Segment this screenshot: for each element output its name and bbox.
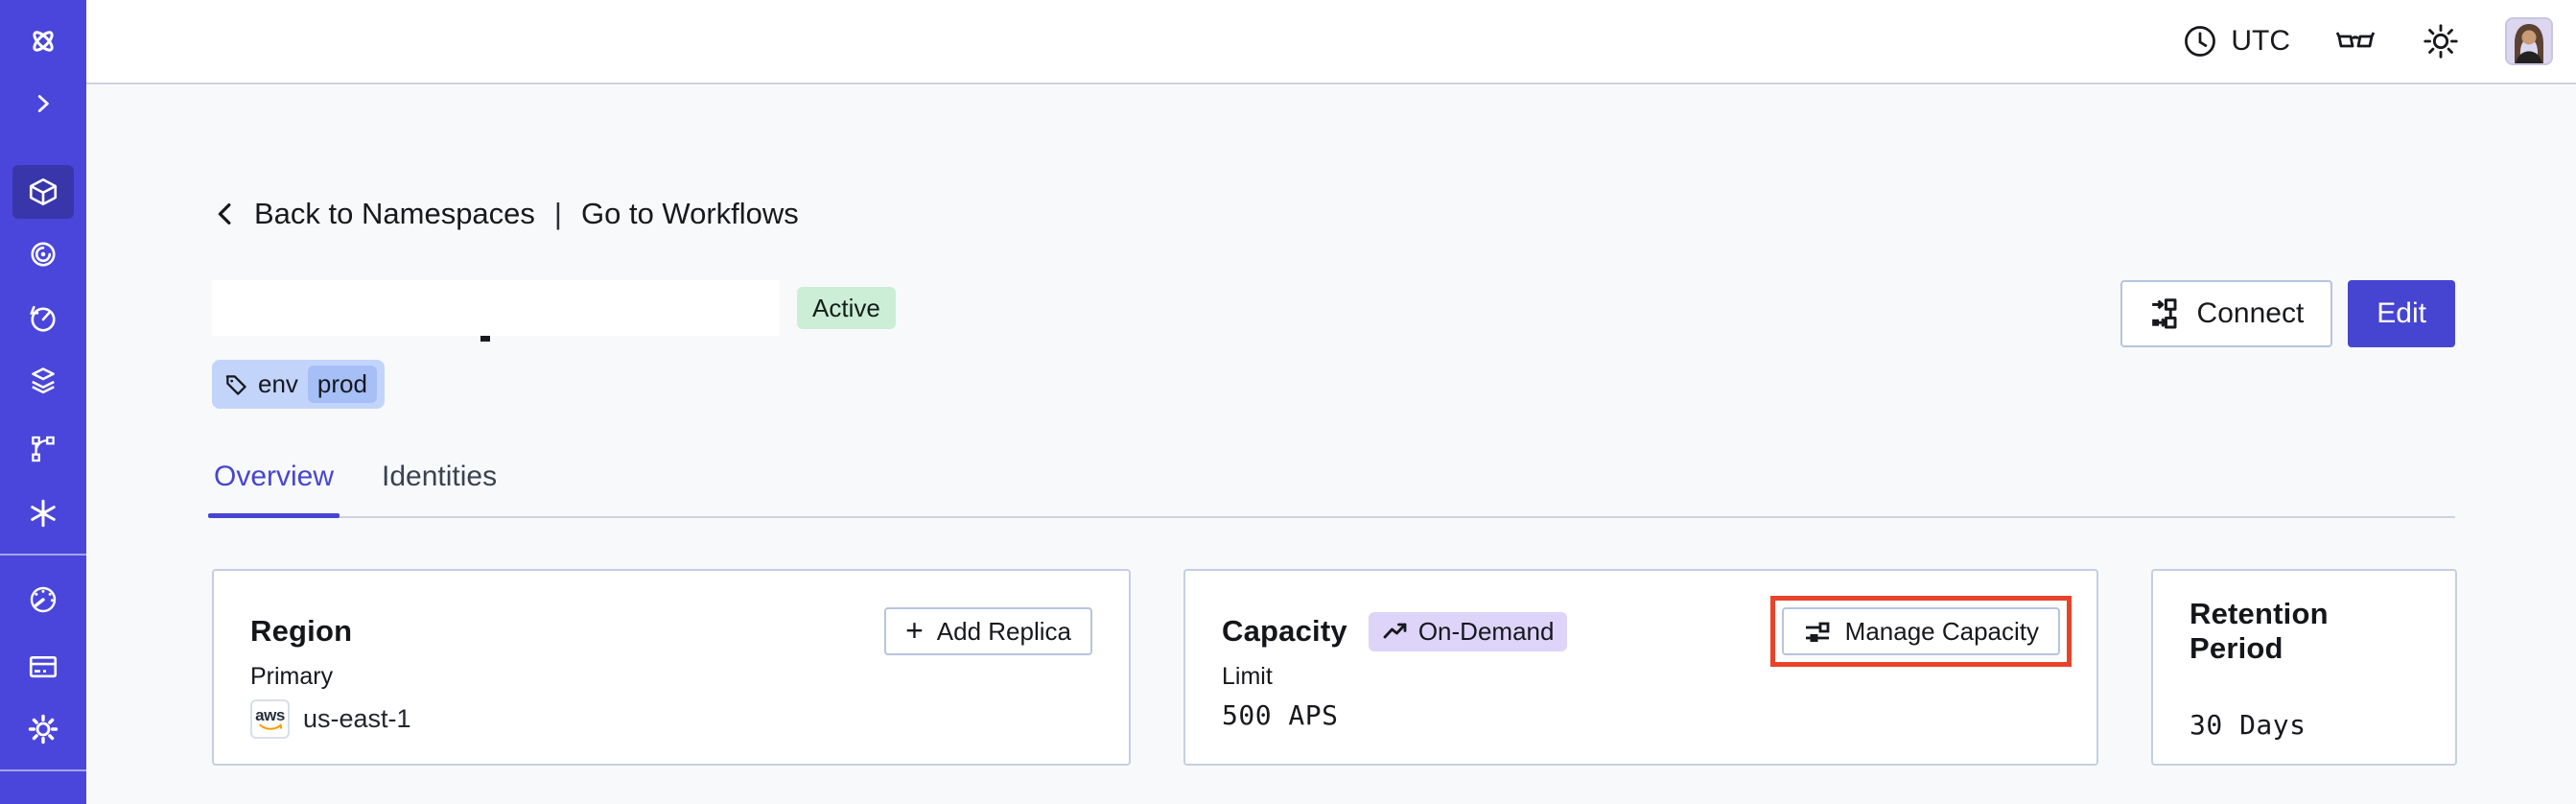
tag-key: env xyxy=(258,369,298,398)
sidebar-item-billing-card-icon[interactable] xyxy=(0,650,86,684)
theme-sun-icon[interactable] xyxy=(2421,21,2461,61)
add-replica-label: Add Replica xyxy=(936,616,1071,646)
namespace-name-redacted xyxy=(212,280,780,342)
capacity-value: 500 APS xyxy=(1222,699,1339,731)
retention-card-title: Retention Period xyxy=(2190,597,2329,665)
region-value: us-east-1 xyxy=(303,704,411,733)
main-content: Back to Namespaces | Go to Workflows Act… xyxy=(86,86,2576,804)
sidebar-item-partial-bottom-icon[interactable] xyxy=(0,800,86,804)
connect-button-label: Connect xyxy=(2196,297,2305,329)
capacity-field-label: Limit xyxy=(1222,663,1273,690)
chevron-left-icon[interactable] xyxy=(212,200,241,228)
tab-identities[interactable]: Identities xyxy=(382,461,498,492)
plus-icon: + xyxy=(905,612,924,648)
edit-button-label: Edit xyxy=(2377,297,2426,329)
aws-logo: aws xyxy=(250,699,290,739)
retention-card: Retention Period 30 Days xyxy=(2151,569,2457,766)
sidebar-item-settings-gear-icon[interactable] xyxy=(0,712,86,746)
redaction-artifact xyxy=(480,336,490,342)
status-badge: Active xyxy=(797,287,896,329)
on-demand-badge: On-Demand xyxy=(1368,611,1568,651)
breadcrumb-back-link[interactable]: Back to Namespaces xyxy=(254,197,535,230)
edit-button[interactable]: Edit xyxy=(2348,280,2455,347)
connect-icon xyxy=(2149,296,2184,331)
trend-up-icon xyxy=(1382,618,1409,645)
sidebar-expand-chevron-icon[interactable] xyxy=(0,89,86,118)
connect-button[interactable]: Connect xyxy=(2119,280,2333,347)
namespace-header: Active env prod xyxy=(212,280,2455,409)
region-card-title: Region xyxy=(250,614,353,648)
clock-icon xyxy=(2181,22,2219,60)
tab-overview[interactable]: Overview xyxy=(207,461,340,518)
breadcrumb: Back to Namespaces | Go to Workflows xyxy=(212,197,2455,231)
sidebar-item-schedules-clock-icon[interactable] xyxy=(0,302,86,337)
region-card: Region + Add Replica Primary aws xyxy=(212,569,1131,766)
tag-value-chip: prod xyxy=(307,366,377,403)
sidebar-divider xyxy=(0,554,86,556)
summary-cards: Region + Add Replica Primary aws xyxy=(212,569,2457,766)
breadcrumb-workflows-link[interactable]: Go to Workflows xyxy=(580,197,799,230)
user-avatar[interactable] xyxy=(2505,17,2553,65)
sidebar-item-deployments-layers-icon[interactable] xyxy=(0,365,86,399)
glasses-icon[interactable] xyxy=(2334,20,2377,62)
tab-bar: Overview Identities xyxy=(207,461,2455,518)
topbar: UTC xyxy=(86,0,2576,84)
capacity-card: Capacity On-Demand xyxy=(1183,569,2098,766)
on-demand-label: On-Demand xyxy=(1417,616,1555,646)
header-actions: Connect Edit xyxy=(2119,280,2455,347)
manage-capacity-label: Manage Capacity xyxy=(1844,616,2039,646)
namespace-title-block: Active env prod xyxy=(212,280,896,409)
sidebar-item-namespaces-cube-icon[interactable] xyxy=(0,175,86,209)
timezone-selector[interactable]: UTC xyxy=(2181,22,2290,60)
sidebar-item-usage-gauge-icon[interactable] xyxy=(0,582,86,617)
add-replica-button[interactable]: + Add Replica xyxy=(884,607,1092,655)
sidebar xyxy=(0,0,86,804)
sidebar-item-batch-operations-branch-icon[interactable] xyxy=(0,433,86,465)
retention-value: 30 Days xyxy=(2190,709,2307,741)
sidebar-item-nexus-asterisk-icon[interactable] xyxy=(0,496,86,531)
breadcrumb-separator: | xyxy=(553,197,562,230)
sidebar-item-workflows-spiral-icon[interactable] xyxy=(0,237,86,272)
namespace-tag: env prod xyxy=(212,360,385,409)
capacity-card-title: Capacity xyxy=(1222,614,1347,648)
region-field-label: Primary xyxy=(250,663,334,690)
temporal-logo-icon[interactable] xyxy=(0,24,86,59)
tag-icon xyxy=(223,372,248,397)
sliders-icon xyxy=(1803,617,1832,646)
timezone-label: UTC xyxy=(2231,25,2290,57)
manage-capacity-button[interactable]: Manage Capacity xyxy=(1781,607,2060,655)
sidebar-divider xyxy=(0,769,86,771)
